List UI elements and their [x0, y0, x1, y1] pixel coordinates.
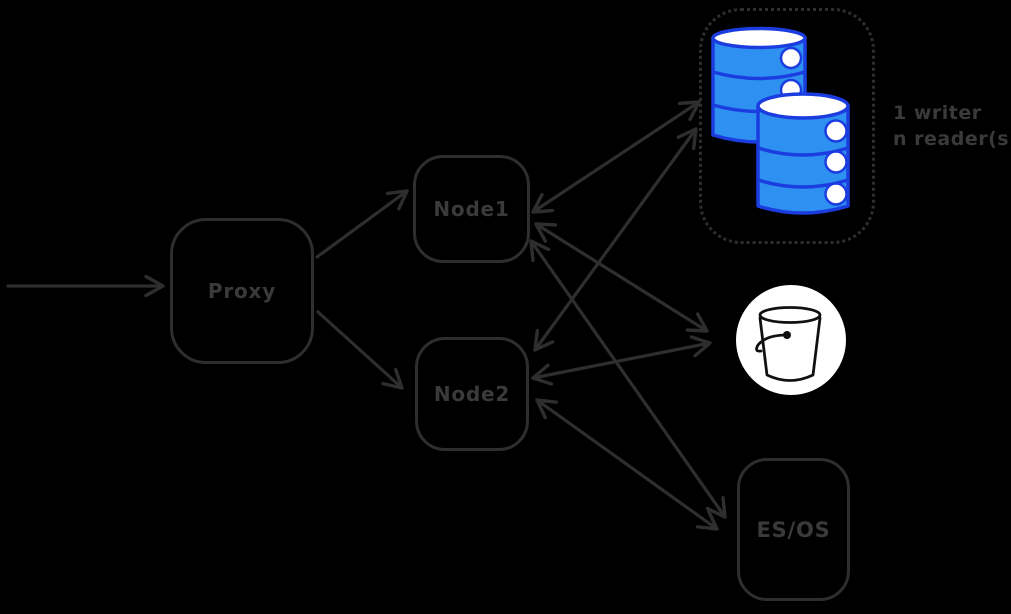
arrow-proxy-to-node1 [315, 189, 409, 259]
db-cylinder-front [756, 92, 850, 215]
note-line-1: 1 writer [893, 102, 982, 124]
node1-label: Node1 [433, 197, 510, 221]
arrow-node2-bucket [531, 335, 712, 386]
esos-node: ES/OS [737, 458, 850, 601]
note-line-2: n reader(s) [893, 128, 1011, 150]
proxy-label: Proxy [207, 279, 277, 303]
db-cluster-note: 1 writer n reader(s) [893, 100, 1011, 152]
proxy-node: Proxy [170, 218, 314, 364]
node1-node: Node1 [413, 155, 530, 263]
db-cluster-group [699, 8, 875, 244]
node2-label: Node2 [433, 382, 511, 406]
database-cylinders-icon [711, 26, 850, 215]
bucket-icon [755, 306, 822, 382]
esos-label: ES/OS [756, 517, 831, 542]
bucket-node [736, 285, 846, 395]
arrow-proxy-to-node2 [316, 310, 404, 390]
node2-node: Node2 [415, 337, 529, 451]
arrow-node2-esos [535, 398, 719, 531]
arrow-lines [6, 100, 727, 531]
